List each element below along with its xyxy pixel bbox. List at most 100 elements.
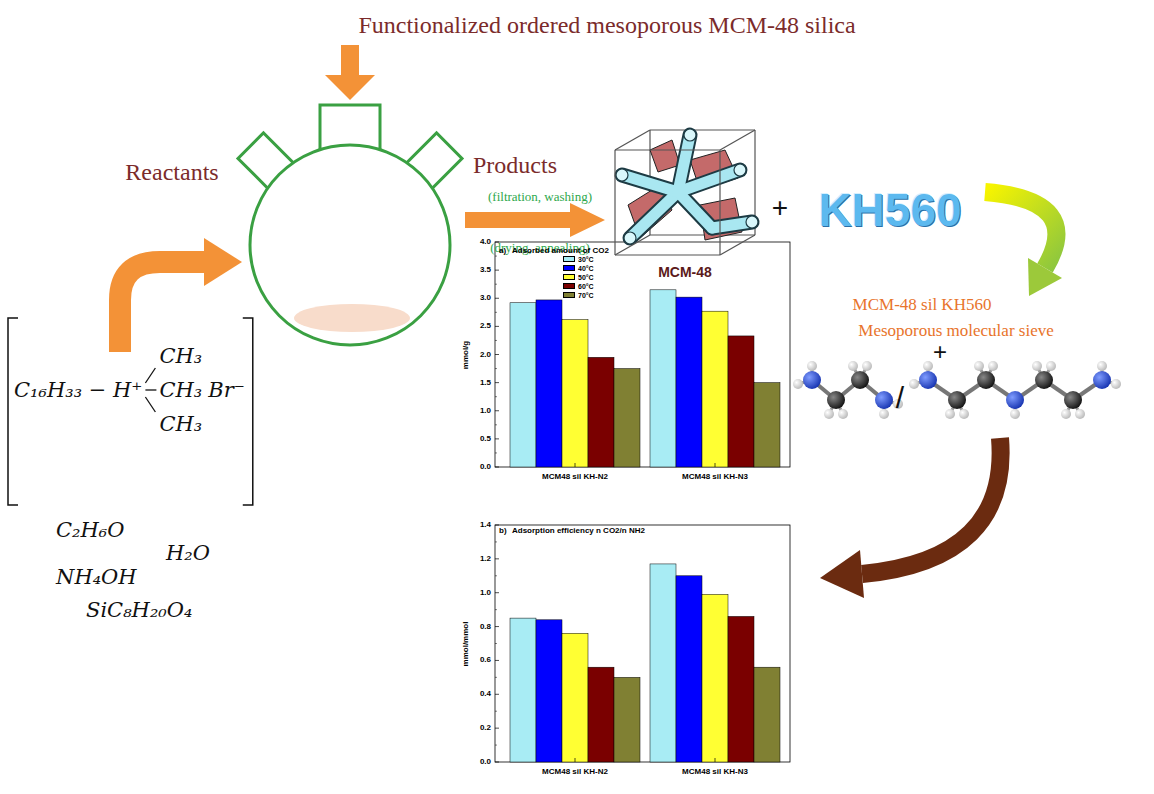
bar — [702, 311, 728, 467]
tick-mark — [495, 694, 499, 695]
cube-edge — [615, 149, 720, 150]
nitrogen-atom — [919, 371, 937, 389]
hydrogen-atom — [1032, 361, 1042, 371]
category-label: MCM48 sil KH-N2 — [542, 768, 608, 776]
carbon-atom — [827, 391, 845, 409]
tick-mark — [495, 575, 497, 576]
chart-title: Adsorption efficiency n CO2/n NH2 — [512, 527, 645, 535]
hydrogen-atom — [1061, 409, 1071, 419]
brown-arrowhead — [820, 550, 864, 598]
tick-mark — [495, 660, 499, 661]
tick-label: 4.0 — [480, 238, 491, 246]
pore-channel — [678, 192, 712, 228]
tick-mark — [715, 758, 716, 762]
slash-sign: / — [896, 383, 904, 413]
pore-opening — [684, 129, 696, 141]
bar — [536, 620, 562, 762]
cube-edge — [615, 254, 720, 255]
tick-mark — [495, 452, 497, 453]
plot-frame — [495, 525, 790, 762]
orange-arrow — [325, 45, 375, 100]
tick-mark — [495, 326, 499, 327]
plus-sign: + — [933, 340, 947, 364]
chemical-formula: C₂H₆O — [56, 520, 124, 541]
nitrogen-atom — [1006, 391, 1024, 409]
cube-edge — [615, 235, 650, 255]
panel-letter: a) — [499, 247, 506, 255]
plot-frame — [495, 242, 790, 467]
cube-edge — [650, 129, 755, 130]
stage-heading: Products — [473, 153, 557, 177]
hydrogen-atom — [974, 361, 984, 371]
pore-opening — [746, 216, 758, 228]
axis-title: mmol/mmol — [462, 621, 470, 666]
panel-letter: b) — [499, 527, 507, 535]
carbon-atom — [948, 391, 966, 409]
tick-mark — [575, 758, 576, 762]
tick-label: 2.5 — [480, 322, 491, 330]
tick-mark — [495, 762, 499, 763]
chemical-formula: H₂O — [166, 543, 210, 564]
flask-liquid — [294, 304, 410, 332]
bracket — [243, 318, 253, 505]
bar — [536, 300, 562, 467]
bond-line — [145, 389, 156, 390]
tick-label: 1.2 — [480, 555, 491, 563]
bar — [728, 336, 754, 467]
chemical-formula: Br⁻ — [208, 380, 245, 401]
bar-chart — [495, 525, 790, 762]
chemical-formula: NH₄OH — [56, 567, 137, 588]
tick-mark — [495, 396, 497, 397]
tick-label: 0.6 — [480, 656, 491, 664]
tick-label: 0.8 — [480, 623, 491, 631]
material-name: Mesoporous molecular sieve — [858, 322, 1053, 339]
carbon-atom — [977, 371, 995, 389]
bar-chart — [495, 242, 790, 467]
pore-channel-outline — [630, 192, 678, 238]
tick-mark — [575, 463, 576, 467]
bar — [588, 667, 614, 762]
chemical-formula: SiC₈H₂₀O₄ — [86, 600, 192, 621]
chart-title: Adsorbed amount of CO2 — [512, 247, 609, 255]
pore-channel — [678, 135, 690, 192]
bar — [510, 303, 536, 467]
hydrogen-atom — [793, 379, 803, 389]
hydrogen-atom — [862, 361, 872, 371]
tick-mark — [495, 609, 497, 610]
bar — [676, 576, 702, 762]
bond-lines — [145, 368, 156, 412]
hydrogen-atom — [988, 361, 998, 371]
reagent-name: KH560 — [818, 187, 961, 233]
hydrogen-atom — [959, 409, 969, 419]
tick-mark — [495, 340, 497, 341]
chemical-formula: CH₃ — [159, 346, 202, 367]
plus-sign: + — [772, 194, 788, 222]
bond-line — [145, 397, 155, 412]
nitrogen-atom — [875, 391, 893, 409]
pore-channel-outline — [622, 175, 678, 192]
hydrogen-atom — [923, 361, 933, 371]
bar — [510, 618, 536, 762]
cube-edge — [650, 234, 755, 235]
bar — [728, 616, 754, 762]
cube-edge — [615, 130, 650, 150]
tick-label: 1.5 — [480, 379, 491, 387]
carbon-atom — [1064, 391, 1082, 409]
yellow-arrowhead — [1028, 258, 1062, 296]
pore-channel-outline — [678, 192, 712, 228]
round-bottom-flask — [238, 105, 462, 345]
tick-mark — [495, 711, 497, 712]
legend-label: 40°C — [578, 265, 594, 272]
tick-label: 3.5 — [480, 266, 491, 274]
nitrogen-atom — [1093, 371, 1111, 389]
tick-label: 0.5 — [480, 435, 491, 443]
tick-label: 0.4 — [480, 690, 491, 698]
tick-mark — [495, 354, 499, 355]
bar — [562, 320, 588, 467]
bar — [650, 564, 676, 762]
hydrogen-atom — [1010, 409, 1020, 419]
hydrogen-atom — [1097, 361, 1107, 371]
category-label: MCM48 sil KH-N3 — [682, 768, 748, 776]
orange-arrowhead — [204, 238, 242, 286]
tick-label: 1.0 — [480, 407, 491, 415]
